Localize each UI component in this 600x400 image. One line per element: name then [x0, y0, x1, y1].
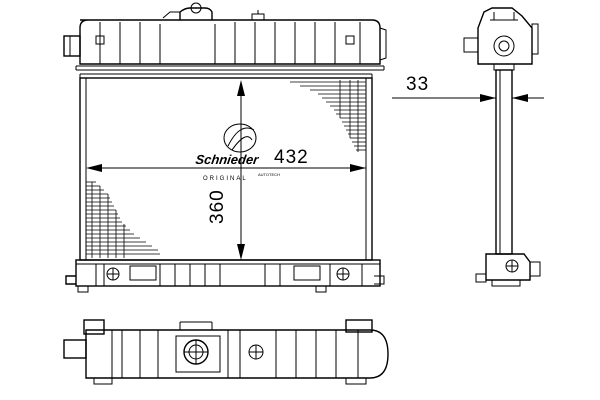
- depth-dimension-label: 33: [406, 74, 429, 95]
- brand-logo: Schnieder ORIGINAL AUTOTECH: [195, 123, 280, 182]
- depth-dimension: 33: [392, 74, 544, 102]
- brand-tag-text: AUTOTECH: [258, 172, 280, 177]
- width-dimension-label: 432: [274, 147, 309, 168]
- brand-sub-text: ORIGINAL: [203, 176, 248, 182]
- fin-hatch-lower-left: [86, 181, 160, 258]
- radiator-core: [79, 73, 373, 261]
- height-dimension-label: 360: [207, 189, 228, 224]
- top-tank: [63, 2, 387, 71]
- brand-name-text: Schnieder: [195, 152, 261, 167]
- width-dimension: 432: [86, 147, 366, 172]
- height-dimension: 360: [207, 80, 245, 260]
- bottom-tank: [65, 259, 385, 293]
- top-view: [63, 319, 389, 385]
- side-view: 33: [392, 7, 544, 287]
- fin-hatch-upper-right: [290, 80, 366, 152]
- front-view: Schnieder ORIGINAL AUTOTECH 432 360: [63, 2, 387, 293]
